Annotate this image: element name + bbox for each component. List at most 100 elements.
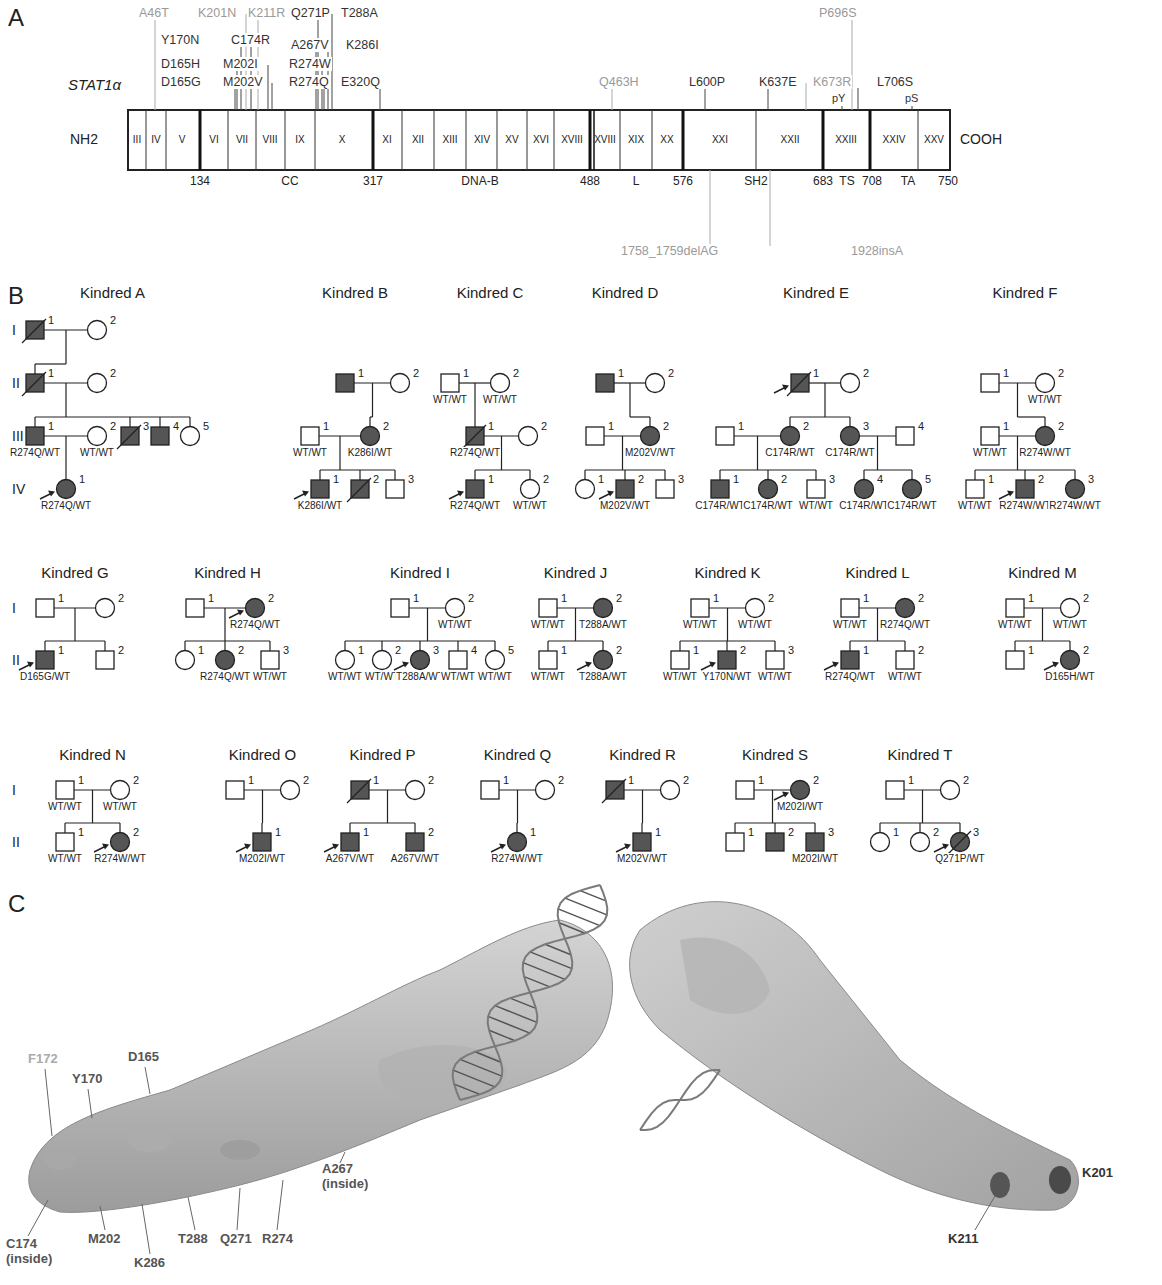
genotype: M202I/WT — [238, 853, 286, 865]
female-symbol — [111, 781, 130, 800]
genotype: R274Q/WT — [824, 671, 876, 683]
mutation-label: A46T — [138, 6, 170, 20]
individual-number: 1 — [488, 473, 494, 486]
proband-arrowhead — [27, 662, 34, 668]
individual-number: 2 — [663, 420, 669, 433]
line-art — [629, 383, 630, 417]
male-symbol — [726, 833, 744, 851]
line-art — [189, 417, 190, 427]
line-art — [772, 790, 773, 823]
individual-number: 5 — [203, 420, 209, 433]
mutation-label: D165H — [160, 57, 201, 71]
kindred-name: Kindred Q — [484, 746, 552, 763]
line-art — [387, 790, 388, 823]
line-art — [129, 417, 130, 427]
line-art — [1017, 383, 1018, 417]
proband-arrowhead — [48, 491, 55, 497]
male-symbol — [539, 651, 557, 669]
male-symbol — [841, 599, 859, 617]
genotype: WT/WT — [327, 671, 363, 683]
individual-number: 2 — [110, 420, 116, 433]
line-art — [959, 823, 960, 833]
kindred-name: Kindred I — [390, 564, 450, 581]
individual-number: 1 — [738, 420, 744, 433]
residue-label: T288 — [178, 1232, 208, 1247]
dna-rung — [558, 909, 600, 926]
male-symbol — [806, 833, 824, 851]
kindred-name: Kindred L — [845, 564, 909, 581]
mutation-label: P696S — [818, 6, 858, 20]
line-art — [494, 641, 495, 651]
generation-numeral: II — [12, 652, 20, 668]
dna-rung — [460, 1059, 502, 1076]
deceased-slash — [347, 779, 371, 803]
female-symbol — [594, 651, 613, 670]
genotype: T288A/WT — [395, 671, 445, 683]
female-symbol — [176, 651, 195, 670]
line-art — [630, 416, 650, 417]
individual-number: 1 — [208, 592, 214, 605]
line-art — [434, 110, 435, 170]
domain-label: L — [633, 175, 640, 189]
kindred-name: Kindred J — [544, 564, 607, 581]
generation-numeral: III — [12, 428, 24, 444]
genotype: WT/WT — [437, 619, 473, 631]
female-symbol — [941, 781, 960, 800]
individual-number: 2 — [428, 774, 434, 787]
genotype: WT/WT — [662, 671, 698, 683]
individual-number: 2 — [558, 774, 564, 787]
female-symbol — [246, 599, 265, 618]
individual-number: 2 — [110, 367, 116, 380]
individual-number: 2 — [238, 644, 244, 657]
individual-number: 1 — [78, 826, 84, 839]
individual-number: 2 — [268, 592, 274, 605]
male-symbol — [586, 427, 604, 445]
line-art — [359, 470, 360, 480]
individual-number: 1 — [333, 473, 339, 486]
female-symbol — [406, 781, 425, 800]
proband-arrowhead — [302, 491, 309, 497]
mutation-label: L706S — [876, 75, 914, 89]
proband-arrowhead — [457, 491, 464, 497]
male-symbol — [301, 427, 319, 445]
line-art — [652, 110, 653, 170]
male-symbol — [616, 480, 634, 498]
male-symbol — [633, 833, 651, 851]
genotype: R274Q/WT — [229, 619, 281, 631]
male-symbol — [539, 599, 557, 617]
individual-number: 1 — [748, 826, 754, 839]
kindred-name: Kindred K — [695, 564, 761, 581]
proband-arrowhead — [499, 844, 506, 850]
mutation-label: K211R — [247, 6, 286, 20]
line-art — [159, 417, 160, 427]
female-symbol — [181, 427, 200, 446]
exon-number: XVIII — [594, 134, 616, 146]
individual-number: 1 — [628, 774, 634, 787]
male-symbol — [766, 651, 784, 669]
dna-strand — [640, 1070, 720, 1130]
genotype: WT/WT — [798, 500, 834, 512]
domain-label: 708 — [862, 175, 882, 189]
dna-strand — [640, 1070, 720, 1130]
genotype: WT/WT — [252, 671, 288, 683]
female-symbol — [521, 480, 540, 499]
proband-arrowhead — [782, 385, 789, 391]
phospho-site: pY — [831, 92, 846, 105]
line-art — [664, 470, 665, 480]
line-art — [146, 110, 147, 170]
dna-rung — [530, 952, 572, 969]
individual-number: 2 — [803, 420, 809, 433]
generation-numeral: I — [12, 782, 16, 798]
individual-number: 2 — [1058, 420, 1064, 433]
individual-number: 1 — [608, 420, 614, 433]
individual-number: 2 — [1058, 367, 1064, 380]
female-symbol — [746, 599, 765, 618]
genotype: WT/WT — [477, 671, 513, 683]
female-symbol — [903, 480, 922, 499]
line-art — [918, 110, 919, 170]
female-symbol — [411, 651, 430, 670]
line-art — [527, 110, 528, 170]
individual-number: 3 — [143, 420, 149, 433]
line-art — [767, 470, 768, 480]
